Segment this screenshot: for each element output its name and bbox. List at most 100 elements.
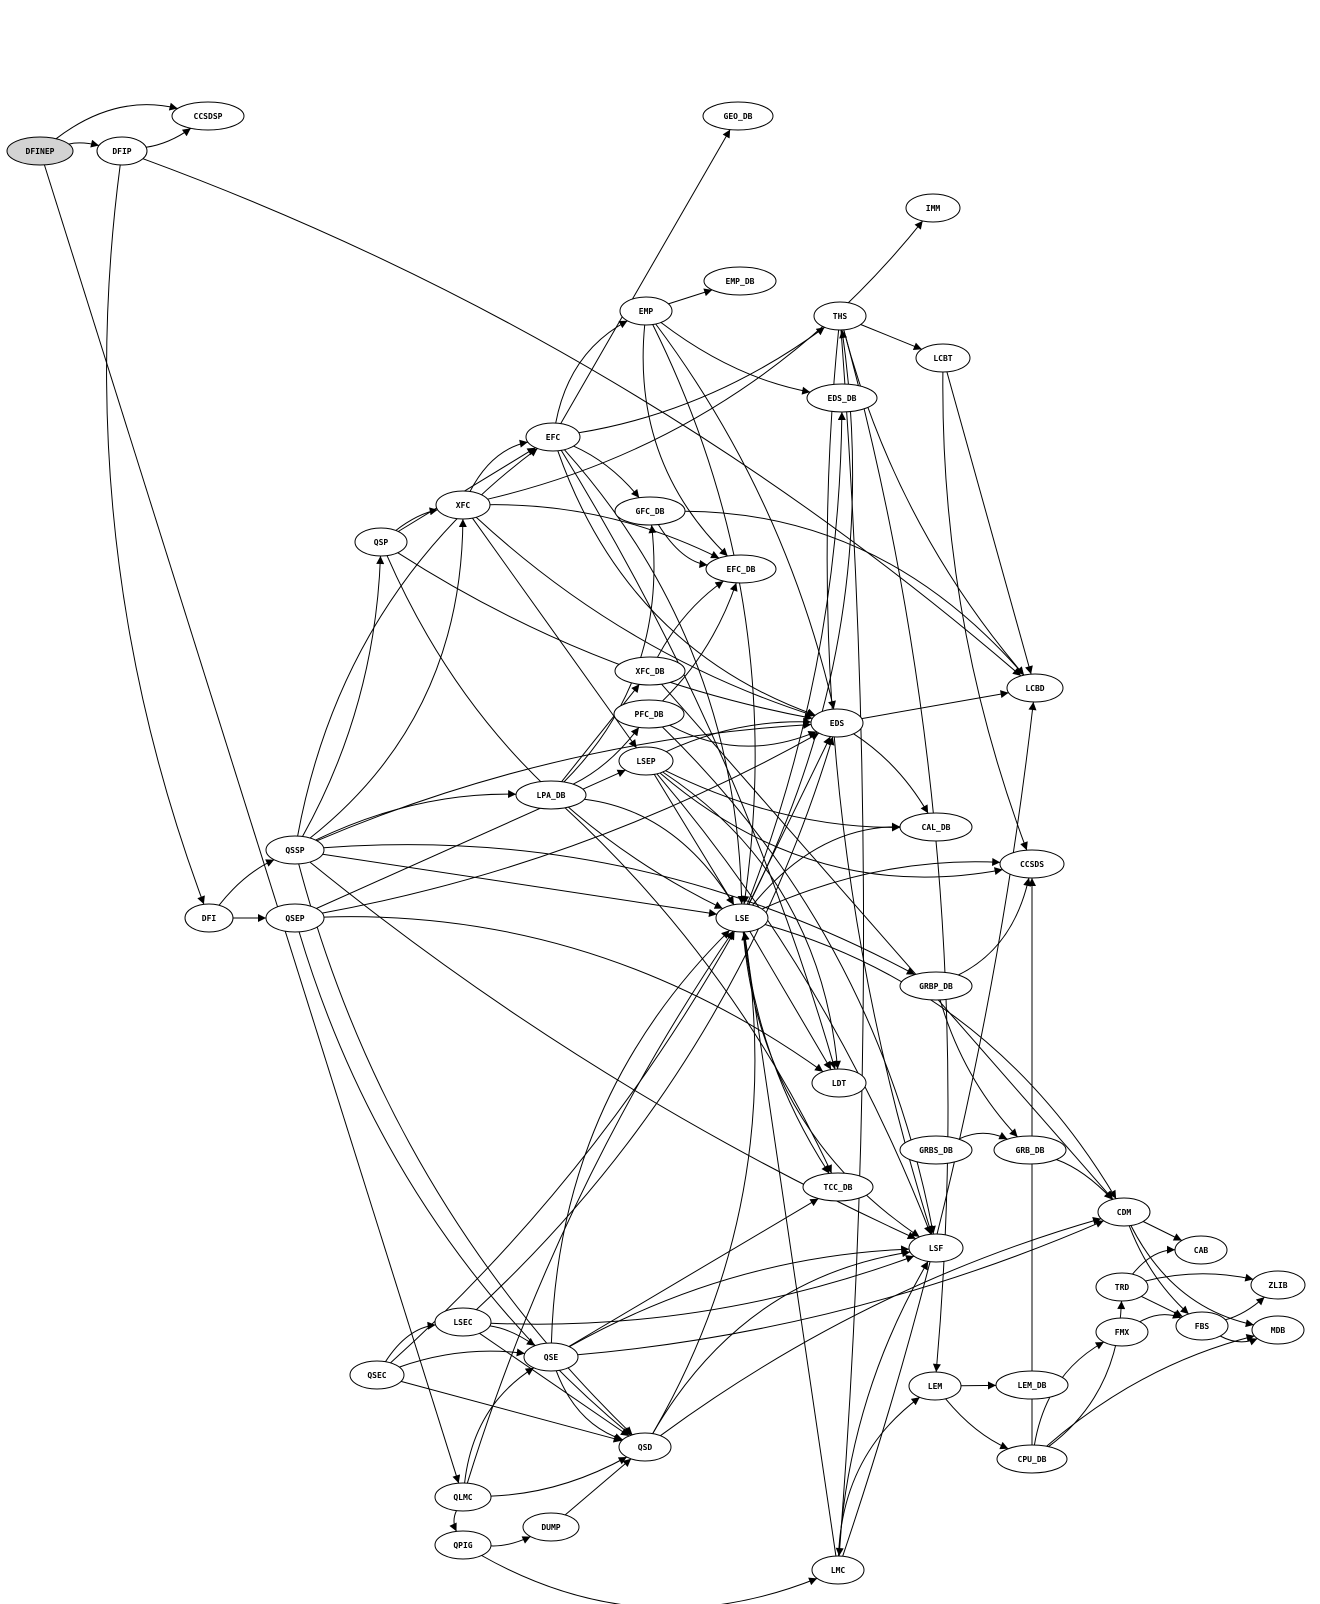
node-ellipse	[265, 903, 325, 933]
node-ellipse	[434, 1530, 492, 1560]
node-ellipse	[434, 1307, 492, 1337]
node-ellipse	[810, 708, 864, 738]
edge-lmc-to-lse	[741, 931, 837, 1557]
node-ellipse	[811, 1555, 865, 1585]
edge-lmc-to-lcbd	[842, 701, 1037, 1557]
node-label: CCSDS	[1020, 860, 1044, 869]
edge-pfc-db-to-efc-db	[662, 582, 738, 702]
node-lsep: LSEP	[618, 746, 674, 776]
node-dump: DUMP	[522, 1512, 580, 1542]
edge-efc-to-lse	[564, 449, 746, 905]
node-lmc: LMC	[811, 1555, 865, 1585]
edge-lsep-to-ldt	[662, 771, 841, 1070]
node-ellipse	[1174, 1235, 1228, 1265]
node-ellipse	[184, 903, 234, 933]
node-ellipse	[434, 1482, 492, 1512]
edge-qssp-to-eds	[316, 720, 812, 842]
edge-emp-to-emp-db	[668, 288, 713, 305]
edge-lsec-to-lsf	[490, 1255, 915, 1325]
edge-ths-to-lsf	[826, 329, 934, 1235]
node-ellipse	[515, 780, 587, 810]
node-grb-db: GRB_DB	[993, 1135, 1067, 1165]
node-ellipse	[1006, 673, 1064, 703]
node-mdb: MDB	[1251, 1315, 1305, 1345]
node-emp: EMP	[619, 296, 673, 326]
edge-emp-to-efc-db	[642, 324, 729, 557]
node-ellipse	[1251, 1315, 1305, 1345]
node-ellipse	[349, 1360, 405, 1390]
node-ellipse	[995, 1370, 1069, 1400]
edge-qlmc-to-qpig	[449, 1510, 457, 1532]
edge-trd-to-cab	[1132, 1245, 1176, 1275]
edge-efc-to-ths	[578, 326, 825, 434]
node-ths: THS	[813, 301, 867, 331]
edge-lcbt-to-lcbd	[946, 371, 1033, 675]
node-label: PFC_DB	[635, 710, 664, 719]
edge-lse-to-cal-db	[752, 822, 901, 906]
node-label: IMM	[926, 204, 941, 213]
node-ellipse	[265, 835, 325, 865]
node-label: QSEP	[285, 914, 304, 923]
node-eds-db: EDS_DB	[806, 383, 878, 413]
node-ellipse	[523, 1342, 579, 1372]
node-label: CAB	[1194, 1246, 1209, 1255]
edge-efc-to-emp	[555, 320, 628, 424]
edge-eds-to-lcbd	[861, 690, 1009, 720]
node-ellipse	[813, 301, 867, 331]
node-qlmc: QLMC	[434, 1482, 492, 1512]
edge-gfc-db-to-lcbd	[684, 510, 1025, 676]
node-label: QSSP	[285, 846, 304, 855]
edge-trd-to-zlib	[1145, 1273, 1254, 1282]
edge-grbp-db-to-ccsds	[958, 877, 1032, 976]
edge-lse-to-lsf	[742, 931, 920, 1238]
edge-lsec-to-qsd	[479, 1332, 630, 1437]
node-ellipse	[6, 136, 74, 166]
node-qsep: QSEP	[265, 903, 325, 933]
node-lem-db: LEM_DB	[995, 1370, 1069, 1400]
node-ellipse	[1095, 1272, 1149, 1302]
edge-lcbt-to-ccsds	[942, 371, 1028, 851]
node-ellipse	[915, 343, 971, 373]
edge-qssp-to-xfc	[309, 518, 467, 839]
node-ellipse	[905, 193, 961, 223]
node-ellipse	[806, 383, 878, 413]
node-label: LSEC	[453, 1318, 472, 1327]
node-ellipse	[171, 101, 245, 131]
edge-lmc-to-lsf	[838, 1261, 929, 1557]
edge-qse-to-qsd	[555, 1370, 623, 1442]
node-lem: LEM	[908, 1371, 962, 1401]
edge-qsd-to-cdm	[660, 1216, 1102, 1437]
edge-qsec-to-lse	[390, 931, 735, 1364]
edge-dfip-to-ccsdsp	[146, 127, 192, 148]
node-label: LPA_DB	[537, 791, 566, 800]
node-label: QSP	[374, 538, 389, 547]
node-ellipse	[811, 1068, 867, 1098]
edge-qssp-to-grbp-db	[323, 844, 916, 976]
edge-qse-to-cdm	[577, 1220, 1104, 1356]
node-ellipse	[1250, 1270, 1306, 1300]
node-zlib: ZLIB	[1250, 1270, 1306, 1300]
node-label: LSF	[929, 1244, 944, 1253]
node-layer: DFINEPCCSDSPDFIPGEO_DBIMMEMP_DBEMPTHSLCB…	[6, 101, 1306, 1585]
edge-lem-to-cpu-db	[945, 1398, 1009, 1450]
node-label: FMX	[1115, 1328, 1130, 1337]
edge-lpa-db-to-lse	[584, 798, 735, 905]
node-ellipse	[618, 1432, 672, 1462]
node-label: ZLIB	[1268, 1281, 1287, 1290]
node-ellipse	[619, 296, 673, 326]
edge-qsd-to-lse	[652, 931, 756, 1434]
edge-lsep-to-eds	[665, 717, 812, 753]
edge-qpig-to-lmc	[481, 1555, 818, 1604]
node-label: GEO_DB	[724, 112, 753, 121]
edge-lpa-db-to-tcc-db	[564, 807, 833, 1174]
node-label: FBS	[1195, 1322, 1210, 1331]
edge-fmx-to-fbs	[1139, 1311, 1182, 1323]
node-lsec: LSEC	[434, 1307, 492, 1337]
node-label: EDS_DB	[828, 394, 857, 403]
edge-qlmc-to-qse	[464, 1367, 535, 1484]
node-label: LCBT	[933, 354, 952, 363]
edge-ths-to-lmc	[835, 329, 865, 1557]
node-cab: CAB	[1174, 1235, 1228, 1265]
node-ccsdsp: CCSDSP	[171, 101, 245, 131]
node-label: LSEP	[636, 757, 655, 766]
